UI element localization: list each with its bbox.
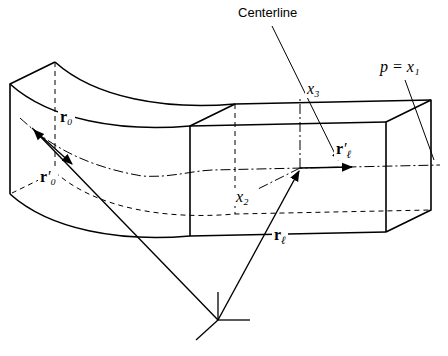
origin-axis xyxy=(218,319,250,320)
back-top-edge xyxy=(55,62,431,105)
position-vector xyxy=(34,130,218,320)
vector-label: r₀ xyxy=(58,108,75,126)
tangent-vector xyxy=(32,128,72,164)
x3-axis xyxy=(300,98,301,168)
tangent-vector xyxy=(300,167,352,168)
position-vector xyxy=(218,171,299,320)
vector-label: r′₀ xyxy=(38,168,58,186)
coordinate-label: p = x₁ xyxy=(378,58,421,76)
leader-line xyxy=(405,80,434,160)
callout-label: Centerline xyxy=(236,6,299,20)
vector-label: rℓ xyxy=(272,226,288,246)
origin-axis xyxy=(196,320,218,340)
front-bottom-edge xyxy=(10,194,386,237)
leader-line xyxy=(272,26,338,160)
axis-label: x₂ xyxy=(234,188,251,206)
x2-axis xyxy=(258,168,300,189)
origin-axis xyxy=(217,292,218,320)
axis-label: x₃ xyxy=(305,80,322,98)
centerline xyxy=(20,118,440,176)
vector-label: r′ℓ xyxy=(334,140,353,160)
